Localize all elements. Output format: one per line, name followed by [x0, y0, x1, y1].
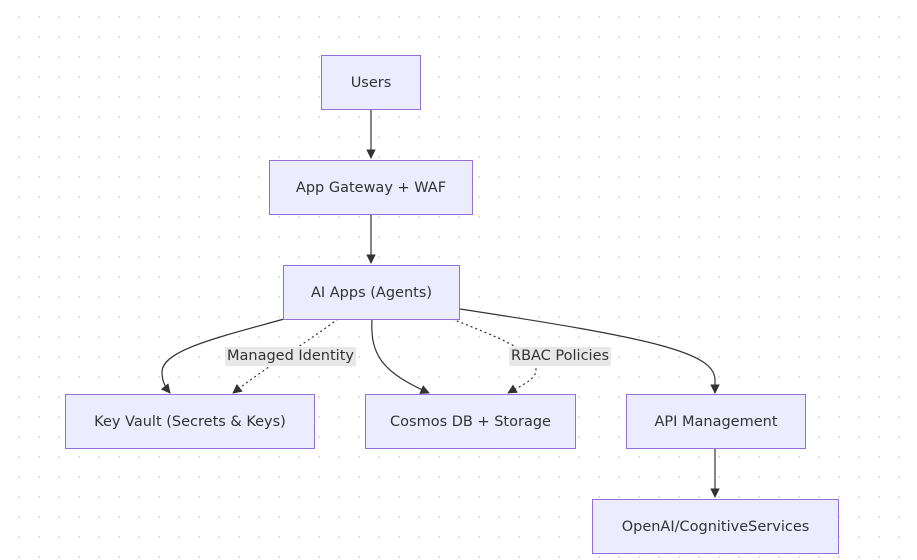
- node-openai[interactable]: OpenAI/CognitiveServices: [592, 499, 839, 554]
- node-ai-apps[interactable]: AI Apps (Agents): [283, 265, 460, 320]
- node-key-vault-label: Key Vault (Secrets & Keys): [94, 413, 286, 430]
- edge-ai-apps-to-cosmos-rbac: [451, 318, 537, 394]
- node-cosmos-db[interactable]: Cosmos DB + Storage: [365, 394, 576, 449]
- node-api-management[interactable]: API Management: [626, 394, 806, 449]
- node-users-label: Users: [350, 74, 392, 91]
- node-openai-label: OpenAI/CognitiveServices: [621, 518, 810, 535]
- edge-label-rbac-policies: RBAC Policies: [509, 347, 612, 366]
- node-users[interactable]: Users: [321, 55, 421, 110]
- node-api-management-label: API Management: [654, 413, 778, 430]
- node-key-vault[interactable]: Key Vault (Secrets & Keys): [65, 394, 315, 449]
- edge-label-managed-identity: Managed Identity: [225, 347, 356, 366]
- node-cosmos-db-label: Cosmos DB + Storage: [390, 413, 551, 430]
- node-ai-apps-label: AI Apps (Agents): [310, 284, 433, 301]
- edge-ai-apps-to-apim: [459, 308, 720, 394]
- edge-ai-apps-to-cosmos: [371, 318, 430, 394]
- node-app-gateway-label: App Gateway + WAF: [295, 179, 447, 196]
- edge-ai-apps-to-key-vault: [160, 318, 285, 394]
- node-app-gateway[interactable]: App Gateway + WAF: [269, 160, 473, 215]
